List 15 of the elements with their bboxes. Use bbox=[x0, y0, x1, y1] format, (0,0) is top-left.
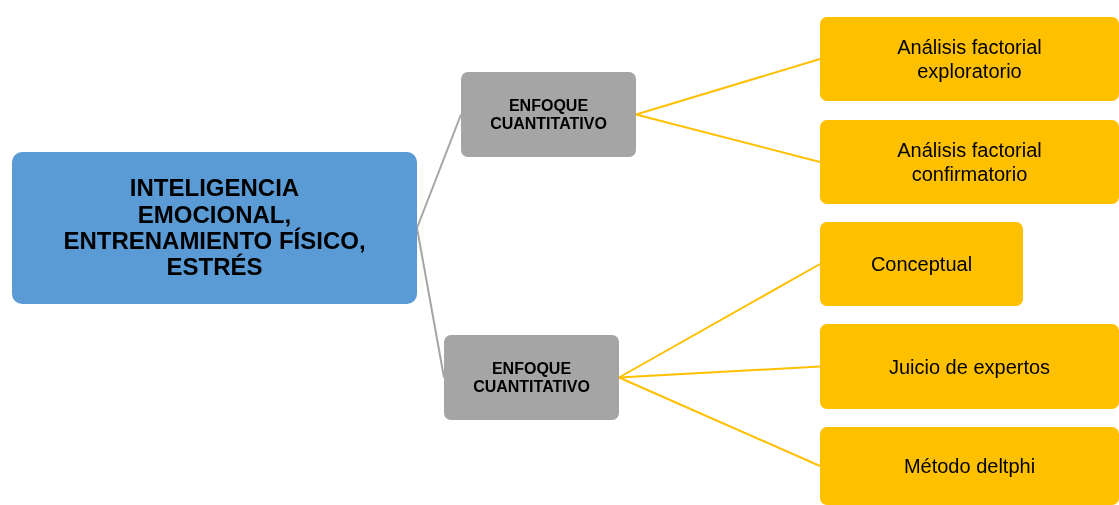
topic-box: INTELIGENCIA EMOCIONAL, ENTRENAMIENTO FÍSICO, ESTRÉS bbox=[12, 152, 417, 304]
item-box: Conceptual bbox=[820, 222, 1023, 306]
connector-line bbox=[635, 113, 821, 163]
item-box: Método deltphi bbox=[820, 427, 1119, 505]
connector-line bbox=[618, 365, 821, 379]
item-box: Juicio de expertos bbox=[820, 324, 1119, 409]
category-box: ENFOQUE CUANTITATIVO bbox=[444, 335, 619, 420]
connector-line bbox=[618, 263, 821, 379]
item-box: Análisis factorial confirmatorio bbox=[820, 120, 1119, 204]
connector-line bbox=[416, 227, 445, 379]
connector-line bbox=[618, 376, 821, 467]
item-box: Análisis factorial exploratorio bbox=[820, 17, 1119, 101]
connector-line bbox=[416, 113, 462, 229]
connector-line bbox=[635, 58, 821, 116]
category-box: ENFOQUE CUANTITATIVO bbox=[461, 72, 636, 157]
